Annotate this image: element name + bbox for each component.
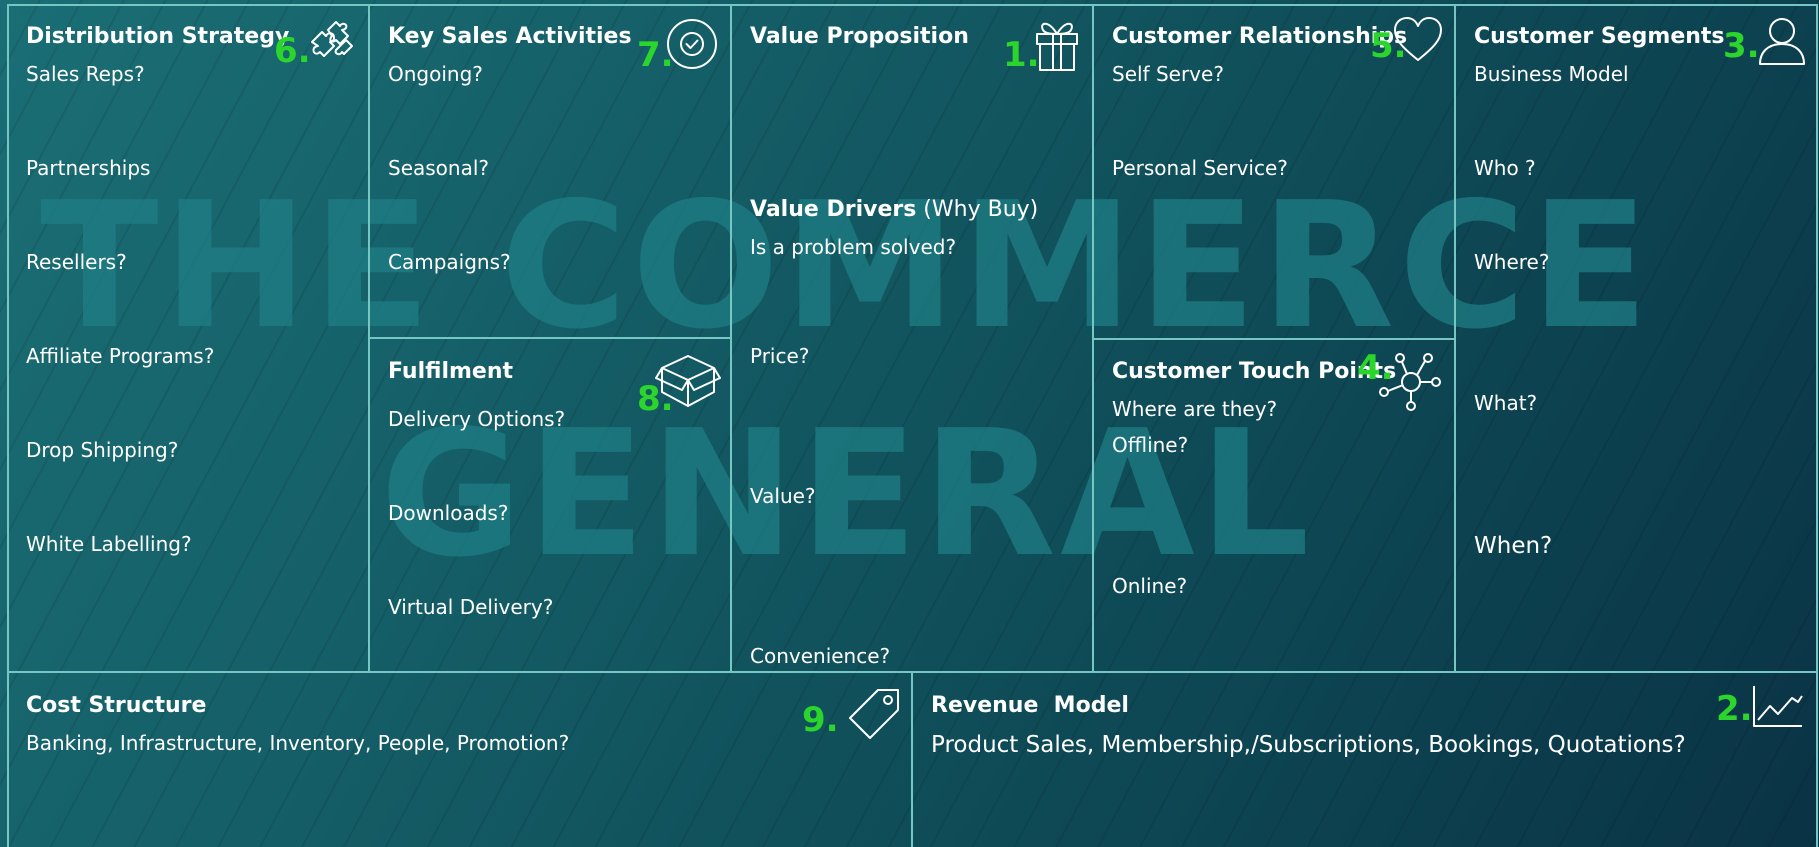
- grid-line-col-2: [730, 4, 732, 672]
- list-item: What?: [1474, 391, 1538, 415]
- section-title: Fulfilment: [388, 359, 514, 384]
- grid-line-col-1: [368, 4, 370, 672]
- section-title: Customer Relationships: [1112, 24, 1408, 49]
- list-item: Partnerships: [26, 156, 151, 180]
- section-title: Cost Structure: [26, 693, 207, 718]
- puzzle-icon: [308, 18, 356, 66]
- list-item: Value?: [750, 484, 816, 508]
- tag-icon: [848, 688, 900, 740]
- section-title: Customer Touch Points: [1112, 359, 1397, 384]
- section-title: Customer Segments: [1474, 24, 1725, 49]
- section-title: Value Proposition: [750, 24, 969, 49]
- list-item: Online?: [1112, 574, 1188, 598]
- list-item: White Labelling?: [26, 532, 192, 556]
- list-item: Business Model: [1474, 62, 1629, 86]
- section-number: 4.: [1357, 348, 1394, 388]
- grid-line-bottom-split: [911, 671, 913, 847]
- section-title: Distribution Strategy: [26, 24, 290, 49]
- list-item: Banking, Infrastructure, Inventory, Peop…: [26, 731, 570, 755]
- list-item: Where are they?: [1112, 397, 1278, 421]
- grid-line-col-4: [1454, 4, 1456, 672]
- section-title: Revenue Model: [931, 693, 1129, 718]
- grid-line-col-3: [1092, 4, 1094, 672]
- list-item: Personal Service?: [1112, 156, 1288, 180]
- list-item: Campaigns?: [388, 250, 511, 274]
- section-title: Key Sales Activities: [388, 24, 632, 49]
- list-item: Resellers?: [26, 250, 127, 274]
- section-number: 9.: [802, 700, 839, 740]
- list-item: Is a problem solved?: [750, 235, 957, 259]
- list-item: When?: [1474, 533, 1553, 559]
- list-item: Virtual Delivery?: [388, 595, 554, 619]
- network-icon: [1378, 352, 1442, 412]
- list-item: Where?: [1474, 250, 1550, 274]
- grid-line-sales-split: [369, 337, 732, 339]
- value-drivers-label: Value Drivers: [750, 197, 917, 222]
- section-number: 1.: [1003, 35, 1040, 75]
- list-item: Who ?: [1474, 156, 1536, 180]
- list-item: Seasonal?: [388, 156, 490, 180]
- heart-icon: [1393, 16, 1443, 62]
- section-number: 5.: [1370, 26, 1407, 66]
- list-item: Self Serve?: [1112, 62, 1224, 86]
- value-drivers-sub: (Why Buy): [916, 197, 1039, 222]
- list-item: Product Sales, Membership,/Subscriptions…: [931, 732, 1686, 758]
- grid-line-relationships-split: [1093, 338, 1456, 340]
- list-item: Affiliate Programs?: [26, 344, 215, 368]
- line-chart-icon: [1752, 686, 1804, 728]
- section-number: 3.: [1723, 26, 1760, 66]
- section-number: 2.: [1716, 689, 1753, 729]
- value-drivers-title: Value Drivers (Why Buy): [750, 197, 1038, 223]
- list-item: Drop Shipping?: [26, 438, 179, 462]
- list-item: Sales Reps?: [26, 62, 145, 86]
- grid-line-left: [7, 4, 9, 847]
- list-item: Offline?: [1112, 433, 1189, 457]
- list-item: Ongoing?: [388, 62, 483, 86]
- box-icon: [655, 352, 721, 410]
- check-circle-icon: [666, 18, 718, 70]
- section-number: 6.: [274, 31, 311, 71]
- gift-icon: [1035, 16, 1079, 72]
- list-item: Downloads?: [388, 501, 509, 525]
- grid-line-right: [1816, 4, 1818, 847]
- list-item: Convenience?: [750, 644, 891, 668]
- list-item: Delivery Options?: [388, 407, 566, 431]
- section-number: 8.: [637, 379, 674, 419]
- grid-line-top: [7, 4, 1818, 6]
- user-icon: [1758, 16, 1806, 66]
- list-item: Price?: [750, 344, 810, 368]
